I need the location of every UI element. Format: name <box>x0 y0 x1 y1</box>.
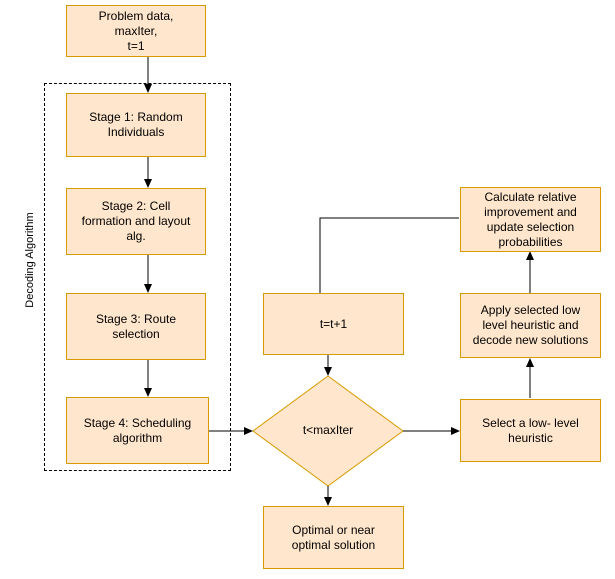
increment-node: t=t+1 <box>263 293 404 355</box>
start-node: Problem data, maxIter, t=1 <box>66 5 206 57</box>
calc-line-4: probabilities <box>498 234 563 249</box>
start-line-3: t=1 <box>127 38 145 53</box>
apply-line-3: decode new solutions <box>472 333 589 347</box>
stage2-line-2: formation and layout <box>81 214 191 228</box>
stage4-node: Stage 4: Scheduling algorithm <box>66 397 209 464</box>
stage3-line-2: selection <box>112 326 160 341</box>
apply-line-2: level heuristic and <box>482 318 579 332</box>
calc-improvement-node: Calculate relative improvement and updat… <box>460 187 601 252</box>
stage4-line-1: Stage 4: Scheduling <box>83 415 192 430</box>
stage4-line-2: algorithm <box>112 430 163 445</box>
increment-label: t=t+1 <box>319 316 348 331</box>
stage1-line-2: Individuals <box>107 125 165 139</box>
stage2-line-3: alg. <box>126 229 146 243</box>
stage1-node: Stage 1: Random Individuals <box>66 93 206 157</box>
stage3-node: Stage 3: Route selection <box>66 293 206 360</box>
calc-line-1: Calculate relative <box>484 189 577 204</box>
connector-calc-to-increment <box>319 217 459 293</box>
start-line-2: maxIter, <box>114 23 158 38</box>
output-line-1: Optimal or near <box>292 522 375 537</box>
start-line-1: Problem data, <box>98 8 174 23</box>
stage2-line-1: Stage 2: Cell <box>101 199 171 213</box>
stage1-line-1: Stage 1: Random <box>89 110 183 124</box>
select-line-2: heuristic <box>508 430 553 445</box>
apply-line-1: Apply selected low <box>480 303 581 317</box>
stage3-line-1: Stage 3: Route <box>95 311 177 326</box>
stage2-node: Stage 2: Cell formation and layout alg. <box>66 188 206 255</box>
calc-line-2: improvement and <box>484 204 577 219</box>
decoding-algorithm-group <box>44 83 231 471</box>
calc-line-3: update selection <box>486 219 575 234</box>
output-line-2: optimal solution <box>291 537 376 552</box>
select-line-1: Select a low- level <box>482 415 579 430</box>
decoding-algorithm-label: Decoding Algorithm <box>24 212 36 308</box>
select-heuristic-node: Select a low- level heuristic <box>460 399 601 462</box>
output-node: Optimal or near optimal solution <box>263 506 404 569</box>
decision-label: t<maxIter <box>302 423 354 437</box>
apply-heuristic-node: Apply selected low level heuristic and d… <box>460 293 601 358</box>
